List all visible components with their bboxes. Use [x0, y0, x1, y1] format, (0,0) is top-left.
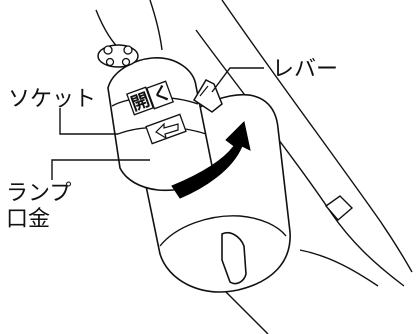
- leader-lever: [211, 67, 264, 93]
- pin-right: [123, 45, 133, 55]
- lamp-base-clip: [221, 231, 247, 285]
- chevron-mark: く: [150, 82, 174, 107]
- housing-curve-inner: [195, 29, 405, 287]
- chevron-mark-box: [146, 80, 174, 110]
- pin-lower-left: [105, 57, 115, 67]
- left-arrow-mark: [145, 113, 187, 145]
- housing-curve-outer: [221, 0, 413, 273]
- left-arrow-icon: [155, 122, 179, 140]
- socket-body: [97, 44, 215, 192]
- lever-line: [199, 85, 209, 97]
- cord-line-middle: [149, 0, 163, 51]
- open-mark-box: [126, 86, 154, 116]
- open-mark: 開 く: [126, 80, 174, 116]
- leader-lamp: [51, 159, 150, 180]
- rotate-arrow-icon: [171, 120, 251, 199]
- housing-curve-lower: [299, 249, 379, 287]
- label-lamp-line2: 口金: [6, 206, 50, 231]
- housing-curve-bottom: [223, 289, 269, 334]
- open-mark-kanji: 開: [128, 89, 152, 114]
- label-socket: ソケット: [8, 86, 96, 111]
- label-lever: レバー: [272, 56, 338, 81]
- pin-left: [103, 45, 113, 55]
- background-outlines: [95, 0, 413, 334]
- label-lamp-line1: ランプ: [6, 180, 71, 205]
- leader-socket: [59, 108, 118, 135]
- housing-tab: [324, 195, 354, 221]
- pin-lower-right: [121, 57, 131, 67]
- leader-lines: [51, 67, 264, 180]
- lamp-base-rim: [159, 215, 287, 247]
